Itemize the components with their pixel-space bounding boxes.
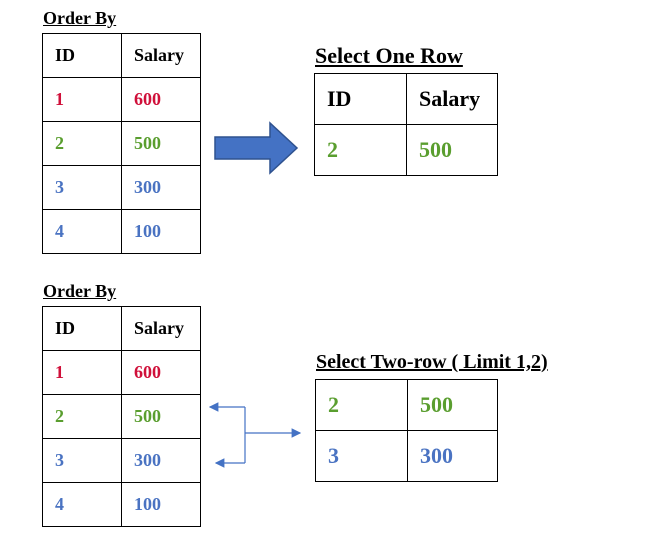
cell-salary: 100: [121, 482, 201, 527]
cell-salary: 100: [121, 209, 201, 254]
cell-salary: 500: [121, 121, 201, 166]
table-row: 3 300: [42, 165, 201, 210]
cell-id: 4: [42, 482, 122, 527]
top-order-by-table: ID Salary 1 600 2 500 3 300 4 100: [42, 33, 201, 254]
table-row: 1 600: [42, 350, 201, 395]
table-row: 3 300: [42, 438, 201, 483]
column-header-id: ID: [42, 33, 122, 78]
bottom-order-by-table: ID Salary 1 600 2 500 3 300 4 100: [42, 306, 201, 527]
column-header-salary: Salary: [121, 33, 201, 78]
table-row: 4 100: [42, 482, 201, 527]
cell-id: 1: [42, 77, 122, 122]
cell-id: 3: [315, 430, 408, 482]
table-row: 2 500: [42, 394, 201, 439]
cell-id: 3: [42, 165, 122, 210]
select-two-row-table: 2 500 3 300: [315, 379, 498, 482]
table-header-row: ID Salary: [42, 306, 201, 351]
table-header-row: ID Salary: [42, 33, 201, 78]
cell-salary: 600: [121, 350, 201, 395]
cell-id: 3: [42, 438, 122, 483]
column-header-salary: Salary: [121, 306, 201, 351]
bottom-order-by-caption: Order By: [43, 281, 117, 301]
table-row: 2 500: [42, 121, 201, 166]
table-row: 3 300: [315, 430, 498, 482]
bracket-arrow-icon: [208, 402, 302, 468]
cell-salary: 500: [407, 379, 498, 431]
table-row: 1 600: [42, 77, 201, 122]
cell-salary: 300: [121, 438, 201, 483]
column-header-id: ID: [42, 306, 122, 351]
cell-salary: 600: [121, 77, 201, 122]
top-order-by-caption: Order By: [43, 8, 117, 28]
cell-id: 2: [42, 121, 122, 166]
select-one-row-table: ID Salary 2 500: [314, 73, 498, 176]
cell-salary: 300: [121, 165, 201, 210]
cell-id: 2: [314, 124, 407, 176]
cell-salary: 300: [407, 430, 498, 482]
cell-id: 4: [42, 209, 122, 254]
cell-salary: 500: [406, 124, 498, 176]
table-row: 4 100: [42, 209, 201, 254]
select-two-row-caption: Select Two-row ( Limit 1,2): [316, 351, 548, 373]
right-arrow-icon: [214, 121, 299, 175]
cell-salary: 500: [121, 394, 201, 439]
select-one-row-caption: Select One Row: [315, 43, 463, 68]
column-header-id: ID: [314, 73, 407, 125]
table-row: 2 500: [314, 124, 498, 176]
column-header-salary: Salary: [406, 73, 498, 125]
table-header-row: ID Salary: [314, 73, 498, 125]
